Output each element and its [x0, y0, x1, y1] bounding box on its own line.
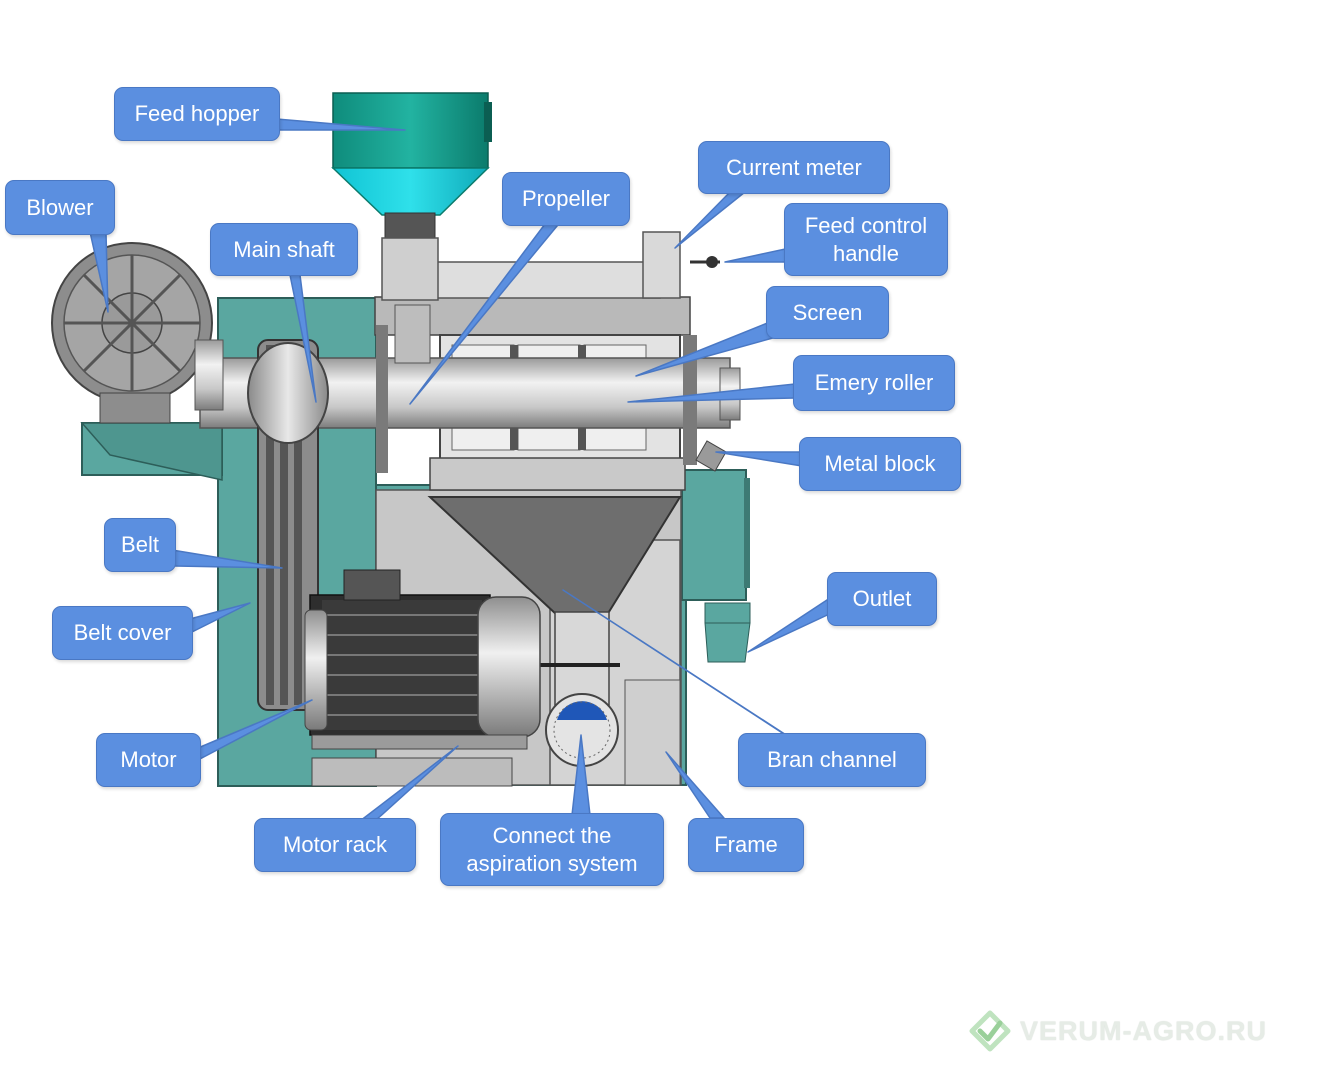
label-metal-block: Metal block [799, 437, 961, 491]
motor-rack-base [311, 734, 528, 787]
callout-pointers [89, 117, 839, 822]
blower-fan [51, 242, 224, 424]
diamond-logo-icon [969, 1010, 1011, 1052]
label-blower: Blower [5, 180, 115, 235]
watermark: VERUM-AGRO.RU [968, 1008, 1313, 1054]
label-feed-hopper: Feed hopper [114, 87, 280, 141]
label-frame: Frame [688, 818, 804, 872]
label-bran-channel: Bran channel [738, 733, 926, 787]
belt-pulley [247, 339, 329, 711]
label-outlet: Outlet [827, 572, 937, 626]
motor-unit [304, 569, 541, 738]
outlet-spout [695, 440, 751, 663]
label-motor-rack: Motor rack [254, 818, 416, 872]
watermark-text: VERUM-AGRO.RU [1020, 1015, 1267, 1046]
label-feed-control-handle: Feed control handle [784, 203, 948, 276]
aspiration-port [545, 693, 619, 767]
label-screen: Screen [766, 286, 889, 339]
current-meter-box [642, 231, 720, 299]
label-main-shaft: Main shaft [210, 223, 358, 276]
label-belt: Belt [104, 518, 176, 572]
label-emery-roller: Emery roller [793, 355, 955, 411]
label-motor: Motor [96, 733, 201, 787]
label-belt-cover: Belt cover [52, 606, 193, 660]
label-connect-aspiration-system: Connect the aspiration system [440, 813, 664, 886]
label-propeller: Propeller [502, 172, 630, 226]
label-current-meter: Current meter [698, 141, 890, 194]
